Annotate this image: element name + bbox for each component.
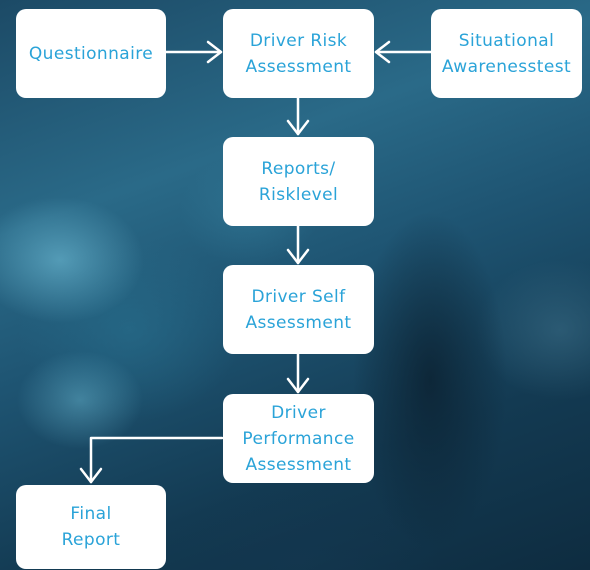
node-driver-risk-assessment: Driver Risk Assessment (223, 9, 374, 98)
node-final-report-label-line-2: Report (61, 530, 121, 550)
node-performance-label-line-1: Driver (271, 402, 326, 423)
node-situational-awarenesstest: Situational Awarenesstest (431, 9, 582, 98)
arrow-self-assessment-to-performance (286, 352, 310, 394)
node-situational-label-line-2: Awarenesstest (441, 56, 572, 77)
node-performance-label-line-2: Performance (242, 428, 355, 449)
node-situational-label-line-1: Situational (458, 30, 555, 51)
node-questionnaire: Questionnaire (16, 9, 166, 98)
arrow-situational-to-driver-risk (374, 40, 433, 64)
node-driver-performance-assessment: Driver Performance Assessment (223, 394, 374, 483)
arrow-questionnaire-to-driver-risk (164, 40, 223, 64)
node-questionnaire-label: Questionnaire (28, 43, 154, 64)
node-driver-risk-label-line-2: Assessment (245, 56, 352, 77)
node-reports-risklevel: Reports/ Risklevel (223, 137, 374, 226)
arrow-reports-to-self-assessment (286, 224, 310, 265)
node-driver-self-assessment: Driver Self Assessment (223, 265, 374, 354)
node-final-report-label-line-1: Final (70, 504, 112, 524)
arrow-driver-risk-to-reports (286, 96, 310, 136)
node-performance-label-line-3: Assessment (245, 454, 352, 475)
node-reports-label-line-1: Reports/ (261, 158, 336, 179)
node-final-report: Final Report (16, 485, 166, 569)
arrow-performance-to-final-report (79, 436, 224, 484)
node-driver-risk-label-line-1: Driver Risk (249, 30, 348, 51)
node-self-assessment-label-line-2: Assessment (245, 312, 352, 333)
node-reports-label-line-2: Risklevel (258, 184, 339, 205)
node-self-assessment-label-line-1: Driver Self (251, 286, 346, 307)
